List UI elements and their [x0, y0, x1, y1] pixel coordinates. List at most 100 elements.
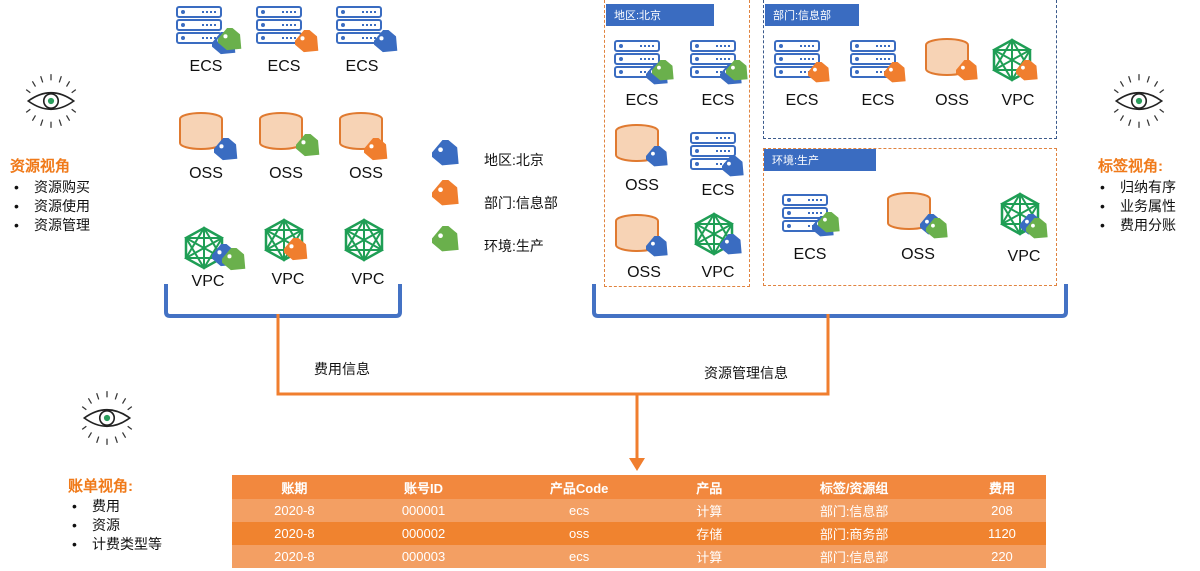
legend-env: 环境:生产 [484, 238, 544, 254]
resource-label: VPC [191, 273, 225, 290]
table-header: 账期 [232, 475, 357, 499]
tag-icon [956, 60, 982, 84]
table-cell: 计算 [668, 499, 751, 522]
tag-icon [432, 226, 464, 256]
table-cell: 部门:信息部 [750, 545, 958, 568]
table-cell: 000003 [356, 545, 491, 568]
table-cell: 计算 [668, 545, 751, 568]
table-header-row: 账期 账号ID 产品Code 产品 标签/资源组 费用 [232, 475, 1046, 499]
tag-icon [214, 138, 242, 164]
resource-label: ECS [701, 92, 735, 109]
table-cell: 部门:信息部 [750, 499, 958, 522]
tag-icon [884, 62, 910, 86]
resource-label: ECS [793, 246, 827, 263]
resource-info-label: 资源管理信息 [704, 365, 788, 381]
tag-icon [1016, 60, 1042, 84]
tag-view-title: 标签视角: [1098, 158, 1163, 175]
tag-icon [818, 212, 844, 236]
legend-region: 地区:北京 [484, 152, 544, 168]
eye-icon [1108, 70, 1170, 132]
table-cell: 220 [957, 545, 1046, 568]
table-cell: ecs [490, 545, 669, 568]
list-item: 资源管理 [14, 216, 90, 235]
tag-icon [364, 138, 392, 164]
flow-connector [276, 314, 830, 471]
resource-label: ECS [189, 58, 223, 75]
tag-icon [218, 28, 246, 54]
resource-label: ECS [345, 58, 379, 75]
resource-label: OSS [269, 165, 303, 182]
list-item: 归纳有序 [1100, 178, 1176, 197]
resource-label: OSS [627, 264, 661, 281]
tag-icon [720, 234, 746, 258]
list-item: 费用 [72, 497, 162, 516]
table-row: 2020-8 000001 ecs 计算 部门:信息部 208 [232, 499, 1046, 522]
resource-label: VPC [271, 271, 305, 288]
table-row: 2020-8 000003 ecs 计算 部门:信息部 220 [232, 545, 1046, 568]
tag-icon [295, 30, 323, 56]
list-item: 业务属性 [1100, 197, 1176, 216]
group-dept-box [763, 0, 1057, 139]
tag-icon [808, 62, 834, 86]
legend-dept: 部门:信息部 [484, 195, 558, 211]
resource-label: ECS [861, 92, 895, 109]
bill-view-title: 账单视角: [68, 478, 133, 495]
tag-icon [1026, 218, 1052, 242]
group-region-box [604, 0, 750, 287]
table-cell: 208 [957, 499, 1046, 522]
resource-view-title: 资源视角 [10, 158, 71, 175]
group-region-title: 地区:北京 [606, 4, 714, 26]
tag-icon [926, 218, 952, 242]
table-cell: 000002 [356, 522, 491, 545]
group-env-title: 环境:生产 [764, 149, 876, 171]
table-cell: ecs [490, 499, 669, 522]
eye-icon [20, 70, 82, 132]
table-header: 账号ID [356, 475, 491, 499]
resource-label: VPC [1001, 92, 1035, 109]
resource-view-list: 资源购买 资源使用 资源管理 [14, 178, 90, 235]
right-bracket [592, 284, 1068, 318]
tag-icon [374, 30, 402, 56]
tag-icon [296, 134, 324, 160]
list-item: 费用分账 [1100, 216, 1176, 235]
resource-label: ECS [701, 182, 735, 199]
resource-label: OSS [935, 92, 969, 109]
group-dept-title: 部门:信息部 [765, 4, 859, 26]
list-item: 资源购买 [14, 178, 90, 197]
resource-label: OSS [189, 165, 223, 182]
tag-icon [722, 156, 748, 180]
table-cell: oss [490, 522, 669, 545]
table-header: 产品 [668, 475, 751, 499]
tag-icon [222, 248, 250, 274]
resource-label: OSS [901, 246, 935, 263]
table-cell: 2020-8 [232, 545, 357, 568]
table-cell: 2020-8 [232, 499, 357, 522]
tag-icon [284, 238, 312, 264]
list-item: 资源使用 [14, 197, 90, 216]
resource-label: VPC [701, 264, 735, 281]
resource-label: ECS [625, 92, 659, 109]
group-env-box [763, 148, 1057, 286]
tag-icon [432, 180, 464, 210]
table-cell: 部门:商务部 [750, 522, 958, 545]
table-cell: 1120 [957, 522, 1046, 545]
tag-icon [646, 236, 672, 260]
table-cell: 存储 [668, 522, 751, 545]
resource-label: OSS [625, 177, 659, 194]
tag-icon [652, 60, 678, 84]
resource-label: VPC [351, 271, 385, 288]
left-bracket [164, 284, 402, 318]
tag-icon [726, 60, 752, 84]
list-item: 资源 [72, 516, 162, 535]
bill-view-list: 费用 资源 计费类型等 [72, 497, 162, 554]
tag-icon [646, 146, 672, 170]
eye-icon [76, 387, 138, 449]
tag-icon [432, 140, 464, 170]
table-cell: 2020-8 [232, 522, 357, 545]
resource-label: ECS [267, 58, 301, 75]
table-cell: 000001 [356, 499, 491, 522]
table-header: 产品Code [490, 475, 669, 499]
bill-table: 账期 账号ID 产品Code 产品 标签/资源组 费用 2020-8 00000… [232, 475, 1046, 568]
list-item: 计费类型等 [72, 535, 162, 554]
vpc-icon [342, 218, 386, 262]
